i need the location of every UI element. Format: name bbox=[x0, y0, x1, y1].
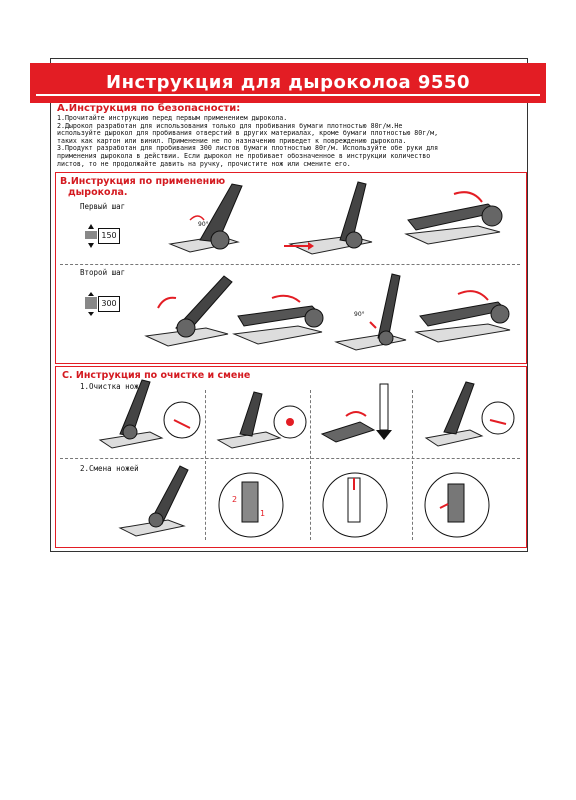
punch-finish-figure bbox=[414, 290, 511, 343]
angle-label: 90° bbox=[354, 311, 365, 318]
title-underline bbox=[36, 94, 540, 96]
punch-handle-up-figure: 90° bbox=[168, 183, 243, 253]
sheet-stack-150: 150 bbox=[84, 224, 124, 248]
punch-down-figure bbox=[232, 294, 324, 345]
safety-line: используйте дырокол для пробивания отвер… bbox=[57, 129, 439, 138]
usage-title-line: дырокола. bbox=[68, 187, 128, 198]
replacement-figure: 2 1 bbox=[218, 472, 284, 538]
clean-blades-label: 1.Очистка ножей bbox=[80, 382, 148, 391]
step-two-label: Второй шаг bbox=[80, 268, 126, 277]
punch-release-figure: 90° bbox=[334, 273, 407, 351]
cleaning-figure bbox=[320, 383, 392, 443]
replace-blades-label: 2.Смена ножей bbox=[80, 464, 139, 473]
safety-section-title: A.Инструкция по безопасности: bbox=[57, 103, 241, 114]
column-divider bbox=[310, 390, 311, 540]
angle-label: 90° bbox=[198, 221, 209, 228]
usage-title-line: B.Инструкция по применению bbox=[60, 176, 226, 187]
safety-line: применения дырокола в действии. Если дыр… bbox=[57, 151, 431, 160]
paper-stack-icon bbox=[85, 224, 97, 248]
safety-line: 1.Прочитайте инструкцию перед первым при… bbox=[57, 114, 288, 122]
replacement-figure bbox=[118, 465, 189, 537]
safety-line: 2.Дырокол разработан для использования т… bbox=[57, 121, 403, 130]
safety-line: 3.Продукт разработан для пробивания 300 … bbox=[57, 144, 439, 153]
sheet-count: 300 bbox=[98, 296, 120, 312]
column-divider bbox=[205, 390, 206, 540]
cleaning-figure bbox=[424, 381, 515, 447]
cleaning-figure bbox=[98, 379, 201, 449]
paper-stack-icon bbox=[85, 292, 97, 316]
page-title: Инструкция для дыроколоа 9550 bbox=[106, 72, 470, 93]
paper-insert-figure bbox=[284, 181, 373, 255]
usage-section-title: B.Инструкция по применению дырокола. bbox=[60, 176, 225, 198]
safety-section-text: 1.Прочитайте инструкцию перед первым при… bbox=[57, 114, 523, 168]
safety-line: листов, то не продолжайте давить на ручк… bbox=[57, 159, 351, 168]
step-one-label: Первый шаг bbox=[80, 202, 126, 211]
callout-number: 2 bbox=[232, 495, 237, 504]
step-divider bbox=[60, 264, 520, 265]
punch-lever-figure bbox=[144, 275, 233, 347]
replacement-figure bbox=[424, 472, 490, 538]
title-banner: Инструкция для дыроколоа 9550 bbox=[30, 63, 546, 103]
column-divider bbox=[412, 390, 413, 540]
sheet-count: 150 bbox=[98, 228, 120, 244]
cleaning-figure bbox=[216, 391, 307, 449]
cleaning-section-title: C. Инструкция по очистке и смене bbox=[62, 370, 251, 381]
replacement-figure bbox=[322, 472, 388, 538]
callout-number: 1 bbox=[260, 509, 265, 518]
safety-line: таких как картон или винил. Применение н… bbox=[57, 136, 407, 145]
sheet-stack-300: 300 bbox=[84, 292, 124, 316]
clean-divider bbox=[60, 458, 520, 459]
punch-press-figure bbox=[404, 191, 503, 245]
